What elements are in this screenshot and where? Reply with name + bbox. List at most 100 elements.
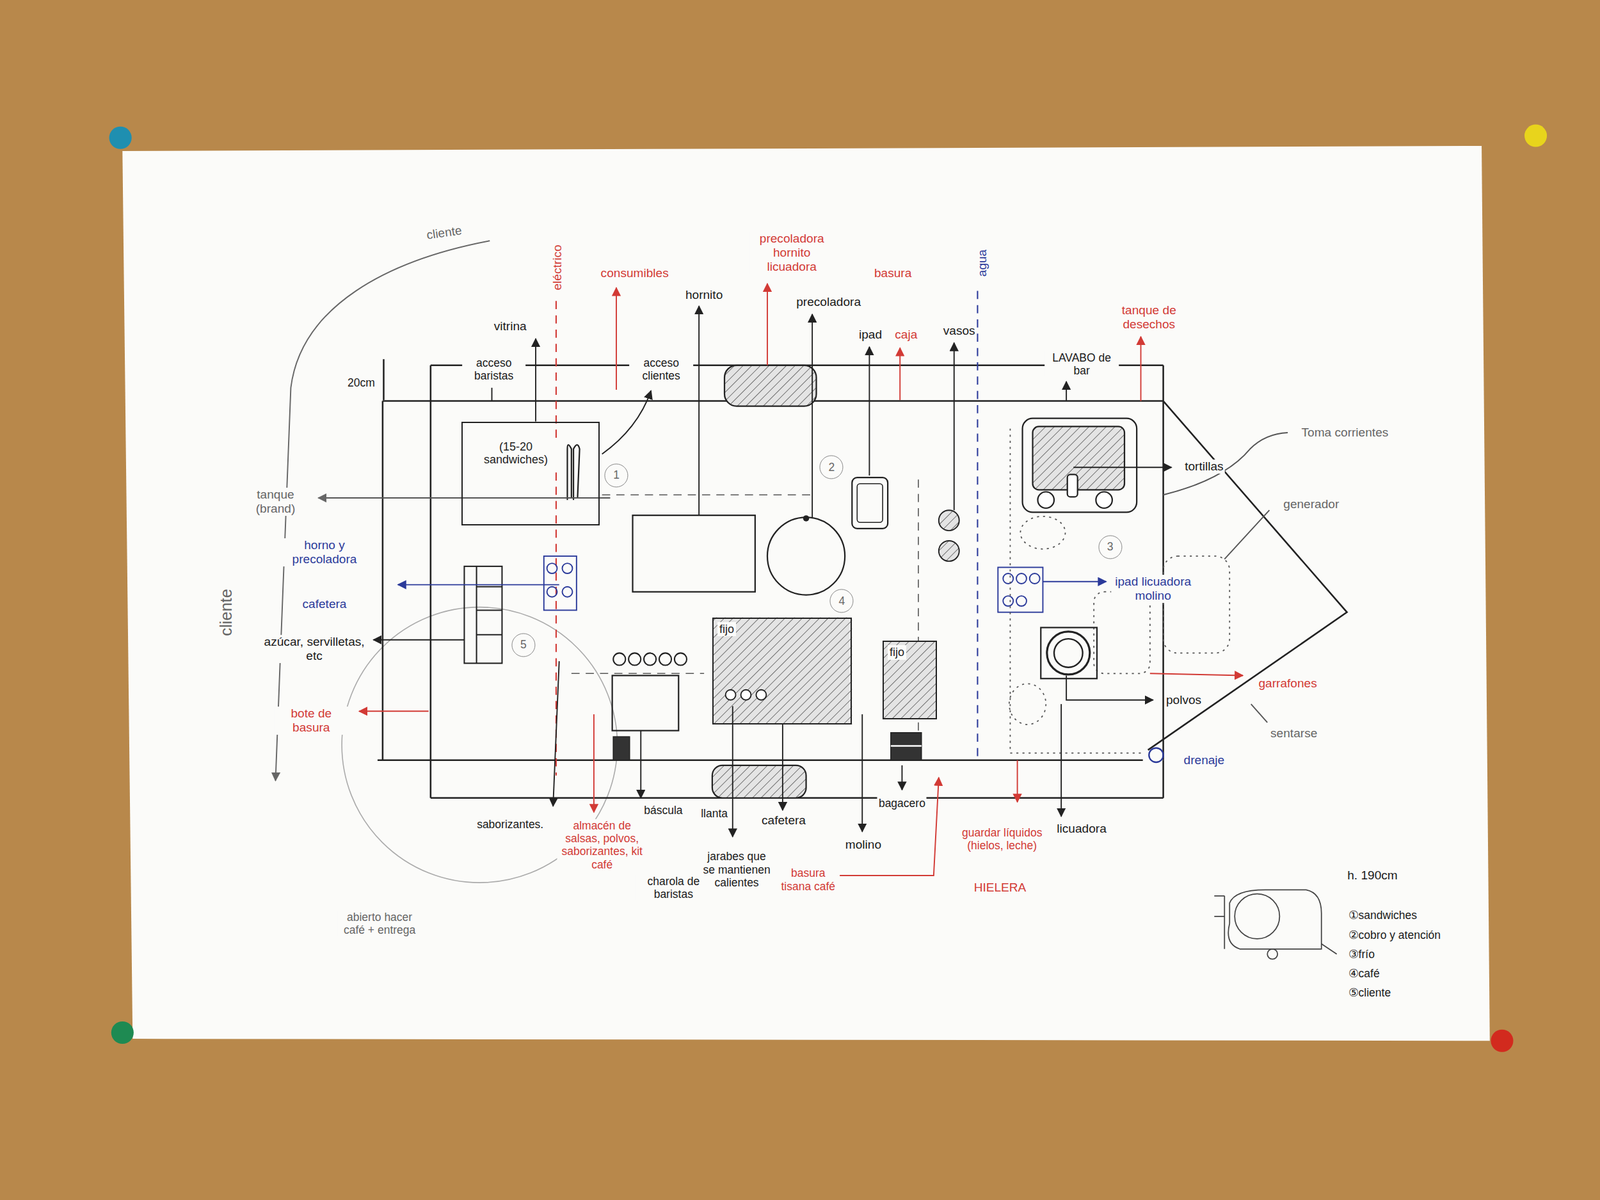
annotation-label: sentarse — [1269, 726, 1319, 741]
callout-number: 1 — [604, 463, 628, 488]
oven — [632, 515, 756, 592]
annotation-label: consumibles — [599, 266, 671, 281]
condiment-shelf — [464, 566, 502, 664]
annotation-label: precoladora — [794, 295, 863, 310]
drain — [1148, 748, 1163, 763]
legend-line: ②cobro y atención — [1347, 928, 1442, 941]
ipad-screen — [856, 483, 883, 523]
annotation-label: basura — [872, 266, 913, 281]
annotation-label: Toma corrientes — [1299, 425, 1390, 440]
node-text: fijo — [717, 622, 736, 637]
annotation-label: ipad — [857, 327, 884, 342]
electric-line — [555, 300, 557, 776]
annotation-label: basura tisana café — [776, 866, 841, 893]
scale — [613, 736, 630, 761]
annotation-label: 20cm — [346, 376, 377, 390]
annotation-label: acceso baristas — [462, 356, 527, 383]
node-text: (15-20 sandwiches) — [471, 439, 561, 468]
legend-line: ③frío — [1347, 947, 1376, 961]
push-pin — [111, 1021, 134, 1044]
leader-lines — [318, 283, 1288, 876]
syrup-row — [613, 652, 687, 665]
annotation-label: LAVABO de bar — [1044, 351, 1119, 377]
legend-line: ①sandwiches — [1347, 908, 1419, 922]
annotation-label: saborizantes. — [475, 817, 545, 831]
annotation-label: bagacero — [877, 796, 927, 810]
annotation-label: báscula — [642, 803, 684, 817]
push-pin — [1524, 124, 1547, 148]
annotation-label: tanque (brand) — [238, 487, 313, 516]
water-line — [976, 290, 978, 760]
annotation-label: cafetera — [301, 597, 349, 612]
ipad — [851, 477, 888, 529]
annotation-label: eléctrico — [550, 243, 565, 292]
fixed-equipment: fijo — [882, 640, 937, 720]
push-pin — [1490, 1029, 1513, 1053]
annotation-label: cliente — [216, 587, 236, 638]
fridge — [1022, 418, 1138, 513]
annotation-label: vitrina — [492, 319, 528, 334]
cup-stack — [938, 540, 960, 562]
annotation-label: tortillas — [1183, 459, 1225, 474]
brewer-knob — [803, 515, 810, 522]
tongs-icon — [567, 444, 580, 500]
zone-divider — [602, 494, 817, 496]
annotation-label: jarabes que se mantienen calientes — [702, 849, 772, 889]
knockbox — [890, 732, 922, 761]
trailer-sketch — [1214, 889, 1337, 959]
annotation-label: cafetera — [760, 813, 808, 828]
annotation-label: llanta — [699, 807, 729, 820]
annotation-label: licuadora — [1055, 821, 1108, 836]
annotation-label: hornito — [684, 288, 724, 303]
outlet-box — [544, 556, 1044, 613]
callout-number: 5 — [511, 632, 536, 657]
node-text: fijo — [887, 645, 907, 660]
annotation-label: generador — [1281, 497, 1341, 512]
fixed-equipment: fijo — [712, 617, 852, 725]
annotation-label: precoladora hornito licuadora — [749, 231, 834, 274]
callout-number: 3 — [1098, 535, 1122, 559]
annotation-label: HIELERA — [972, 880, 1028, 895]
annotation-label: charola de baristas — [635, 874, 712, 901]
brewer — [767, 517, 845, 595]
annotation-label: polvos — [1164, 693, 1203, 708]
dotted-zones — [1009, 428, 1230, 754]
syrup-bottle — [755, 689, 767, 701]
annotation-label: molino — [844, 837, 883, 852]
annotation-label: horno y precoladora — [272, 538, 377, 567]
legend-line: ④café — [1347, 967, 1382, 980]
annotation-label: azúcar, servilletas, etc — [261, 634, 367, 664]
callout-number: 2 — [819, 455, 844, 480]
barista-tray — [612, 675, 680, 731]
annotation-label: tanque de desechos — [1102, 303, 1197, 332]
push-pin — [109, 126, 132, 150]
annotation-label: cliente — [424, 223, 464, 243]
annotation-label: bote de basura — [274, 706, 349, 735]
blender-base — [1040, 627, 1097, 680]
annotation-label: garrafones — [1256, 676, 1318, 691]
annotation-label: abierto hacer café + entrega — [337, 910, 422, 937]
wheel — [724, 365, 816, 407]
grinder — [882, 640, 937, 720]
annotation-label: acceso clientes — [629, 356, 694, 383]
annotation-label: caja — [893, 327, 919, 342]
annotation-label: drenaje — [1182, 753, 1227, 768]
annotation-label: almacén de salsas, polvos, saborizantes,… — [556, 819, 648, 872]
blender — [1047, 631, 1090, 675]
cup-stack — [938, 510, 960, 531]
paper-sheet — [122, 145, 1490, 1041]
annotation-label: guardar líquidos (hielos, leche) — [956, 825, 1048, 852]
syrup-bottle — [741, 689, 752, 701]
annotation-label: h. 190cm — [1345, 868, 1400, 883]
annotation-label: ipad licuadora molino — [1111, 574, 1196, 603]
syrup-bottle — [725, 689, 736, 701]
zone-divider — [571, 672, 704, 674]
annotation-label: agua — [975, 248, 990, 278]
annotation-label: vasos — [942, 323, 977, 338]
legend-line: ⑤cliente — [1347, 986, 1393, 1000]
wheel — [712, 765, 807, 799]
display-case: (15-20 sandwiches) — [461, 421, 601, 527]
callout-number: 4 — [830, 589, 854, 614]
